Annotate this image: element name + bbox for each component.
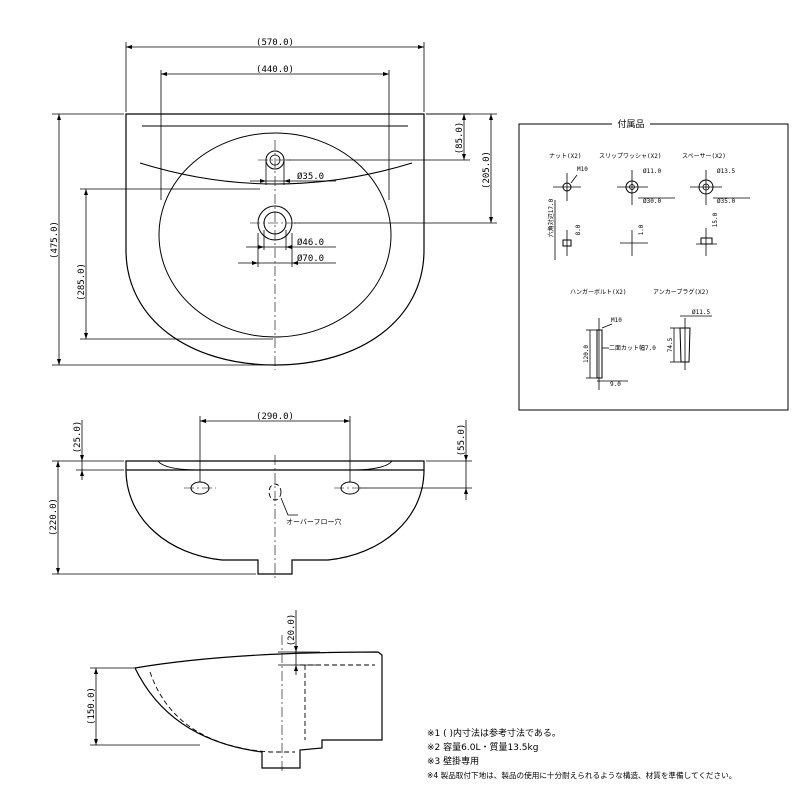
dim-offset-center: (205.0) xyxy=(482,151,492,189)
dim-hole-spacing: (290.0) xyxy=(256,412,294,422)
washer-outer: Ø30.0 xyxy=(643,198,661,205)
hanger-bolt-label: ハンガーボルト(X2) xyxy=(570,288,626,296)
overflow-hole xyxy=(268,483,282,501)
accessories-frame xyxy=(518,123,789,411)
washer-label: スリップワッシャ(X2) xyxy=(599,153,661,160)
dim-width-inner: (440.0) xyxy=(256,65,294,75)
hanger-bolt-icon xyxy=(596,329,603,379)
dim-height-overall: (475.0) xyxy=(50,221,60,259)
anchor-length: 74.5 xyxy=(667,337,674,352)
bolt-length: 120.0 xyxy=(583,345,590,363)
side-view-overflow-hidden xyxy=(300,664,375,740)
anchor-label: アンカープラグ(X2) xyxy=(653,288,709,296)
dim-tap-hole: Ø35.0 xyxy=(297,171,324,182)
top-view-bowl xyxy=(158,132,392,338)
nut-label: ナット(X2) xyxy=(549,153,581,160)
dim-rim-right: (55.0) xyxy=(457,424,467,457)
spacer-height: 15.0 xyxy=(712,212,719,227)
top-view-ledge-curve xyxy=(139,162,413,185)
spacer-side-icon xyxy=(700,237,713,245)
note-2: ※2 容量6.0L・質量13.5kg xyxy=(427,741,538,753)
spacer-inner: Ø13.5 xyxy=(717,168,735,175)
note-1: ※1 ( )内寸法は参考寸法である。 xyxy=(427,727,561,739)
dim-side-top: (20.0) xyxy=(287,614,297,647)
dim-side-height: (150.0) xyxy=(87,687,97,725)
note-4: ※4 製品取付下地は、製品の使用に十分耐えられるような構造、材質を準備してくださ… xyxy=(427,770,736,780)
bolt-face: 二面カット幅7.0 xyxy=(609,344,656,352)
washer-inner: Ø11.0 xyxy=(643,168,661,175)
dim-height-bowl: (285.0) xyxy=(77,263,87,301)
dim-rim-left: (25.0) xyxy=(73,421,83,454)
nut-height: 8.0 xyxy=(575,224,582,235)
spacer-label: スペーサー(X2) xyxy=(682,153,726,160)
front-view-body xyxy=(125,469,425,575)
side-view-outline xyxy=(134,651,383,769)
front-view: オーバーフロー穴 (290.0) (25.0) (55.0) (220.0) xyxy=(49,412,472,580)
overflow-label: オーバーフロー穴 xyxy=(286,517,342,526)
notes: ※1 ( )内寸法は参考寸法である。 ※2 容量6.0L・質量13.5kg ※3… xyxy=(427,727,736,780)
accessories-title: 付属品 xyxy=(617,119,644,130)
washer-thick: 1.0 xyxy=(638,224,645,235)
dim-drain-outer: Ø70.0 xyxy=(297,253,324,264)
nut-thread: M10 xyxy=(577,166,588,173)
anchor-icon xyxy=(679,327,691,363)
side-view: (20.0) (150.0) xyxy=(87,610,383,772)
dim-drain-inner: Ø46.0 xyxy=(297,237,324,248)
bolt-cut: 9.0 xyxy=(610,381,621,388)
top-view: (570.0) (440.0) (475.0) (285.0) (85.0) (… xyxy=(50,38,497,370)
accessories-panel: 付属品 ナット(X2) M10 六角対辺17.0 8.0 スリップワッシャ(X2… xyxy=(518,118,789,411)
anchor-dia: Ø11.5 xyxy=(692,309,710,316)
side-view-bowl-hidden xyxy=(149,671,295,753)
note-3: ※3 壁掛専用 xyxy=(427,755,479,767)
dim-width-outer: (570.0) xyxy=(256,38,294,48)
dim-offset-top: (85.0) xyxy=(455,122,465,155)
nut-width: 六角対辺17.0 xyxy=(547,198,555,237)
dim-front-height: (220.0) xyxy=(49,498,59,536)
spacer-outer: Ø35.0 xyxy=(717,198,735,205)
bolt-thread: M10 xyxy=(611,317,622,324)
